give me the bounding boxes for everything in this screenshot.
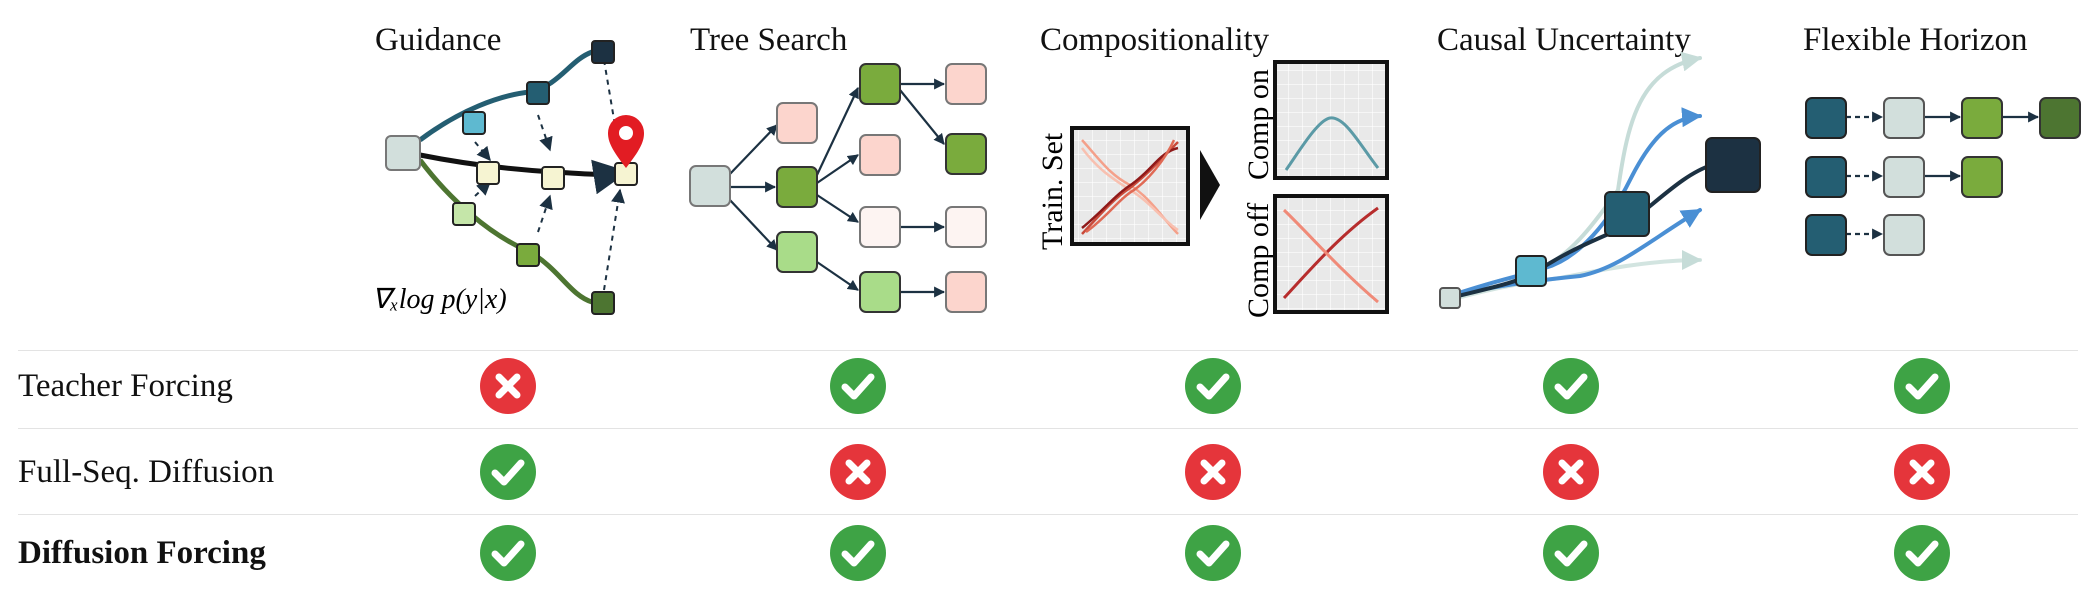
table-divider — [18, 514, 2078, 515]
tree-node — [945, 271, 987, 313]
check-icon — [480, 444, 536, 500]
causal-node — [1604, 191, 1650, 237]
check-icon — [1185, 525, 1241, 581]
cross-icon — [1894, 444, 1950, 500]
tree-node — [776, 166, 818, 208]
causal-node — [1439, 287, 1461, 309]
check-icon — [1543, 525, 1599, 581]
guidance-path-bottom — [418, 158, 593, 305]
guidance-diagram: ∇ₓlog p(y|x) — [372, 40, 644, 315]
guidance-node — [591, 40, 615, 64]
guidance-path-mid — [419, 152, 629, 195]
guidance-node — [462, 111, 486, 135]
tree-node — [776, 102, 818, 144]
tree-search-diagram — [689, 63, 987, 313]
location-pin-icon — [608, 115, 644, 168]
horizon-node — [1883, 97, 1925, 139]
check-icon — [1894, 358, 1950, 414]
cross-icon — [1543, 444, 1599, 500]
guidance-node — [452, 202, 476, 226]
column-title-tree-search: Tree Search — [690, 22, 848, 58]
horizon-node — [1805, 214, 1847, 256]
check-icon — [1543, 358, 1599, 414]
cross-icon — [480, 358, 536, 414]
row-label: Diffusion Forcing — [18, 535, 266, 571]
tree-node — [776, 231, 818, 273]
column-title-guidance: Guidance — [375, 22, 501, 58]
check-icon — [1894, 525, 1950, 581]
guidance-dash-arrow — [537, 194, 553, 233]
causal-uncertainty-diagram — [1439, 51, 1761, 309]
causal-node — [1515, 255, 1547, 287]
cross-icon — [1185, 444, 1241, 500]
horizon-node — [2039, 97, 2081, 139]
comp-on-label: Comp on — [1242, 69, 1275, 180]
guidance-dash-arrow — [537, 114, 553, 152]
tree-node — [859, 271, 901, 313]
check-icon — [830, 358, 886, 414]
guidance-node — [516, 243, 540, 267]
tree-node — [859, 63, 901, 105]
guidance-dash-arrow — [474, 141, 491, 162]
check-icon — [830, 525, 886, 581]
row-label: Teacher Forcing — [18, 368, 233, 404]
guidance-dash-arrow — [603, 188, 625, 291]
table-divider — [18, 350, 2078, 351]
comp-off-label: Comp off — [1242, 203, 1275, 318]
tree-node — [945, 63, 987, 105]
horizon-node — [1961, 97, 2003, 139]
horizon-node — [1805, 156, 1847, 198]
guidance-node-start — [385, 135, 421, 171]
causal-node — [1705, 137, 1761, 193]
comp-off-curve — [1282, 208, 1379, 304]
check-icon — [480, 525, 536, 581]
guidance-formula: ∇ₓlog p(y|x) — [372, 284, 507, 315]
guidance-dash-arrow — [474, 181, 492, 197]
comp-on-curve — [1284, 116, 1380, 171]
flexible-horizon-diagram — [1805, 97, 2081, 256]
table-divider — [18, 428, 2078, 429]
tree-node — [945, 206, 987, 248]
train-set-trajectories — [1080, 139, 1179, 235]
tree-node — [945, 133, 987, 175]
guidance-node — [591, 291, 615, 315]
train-set-label: Train. Set — [1036, 132, 1069, 250]
guidance-node — [476, 161, 500, 185]
row-label: Full-Seq. Diffusion — [18, 454, 275, 490]
horizon-node — [1883, 156, 1925, 198]
horizon-node — [1883, 214, 1925, 256]
guidance-path-top — [418, 49, 593, 143]
horizon-node — [1805, 97, 1847, 139]
check-icon — [1185, 358, 1241, 414]
arrow-icon — [1200, 150, 1220, 220]
tree-node — [859, 206, 901, 248]
compositionality-diagram: Train. Set Comp on Comp off — [1036, 60, 1389, 318]
column-title-flexible-horizon: Flexible Horizon — [1803, 22, 2028, 58]
tree-node — [859, 134, 901, 176]
column-title-causal-uncertainty: Causal Uncertainty — [1437, 22, 1691, 58]
horizon-node — [1961, 156, 2003, 198]
column-title-compositionality: Compositionality — [1040, 22, 1270, 58]
tree-node-root — [689, 165, 731, 207]
guidance-node — [526, 81, 550, 105]
guidance-node — [541, 166, 565, 190]
cross-icon — [830, 444, 886, 500]
